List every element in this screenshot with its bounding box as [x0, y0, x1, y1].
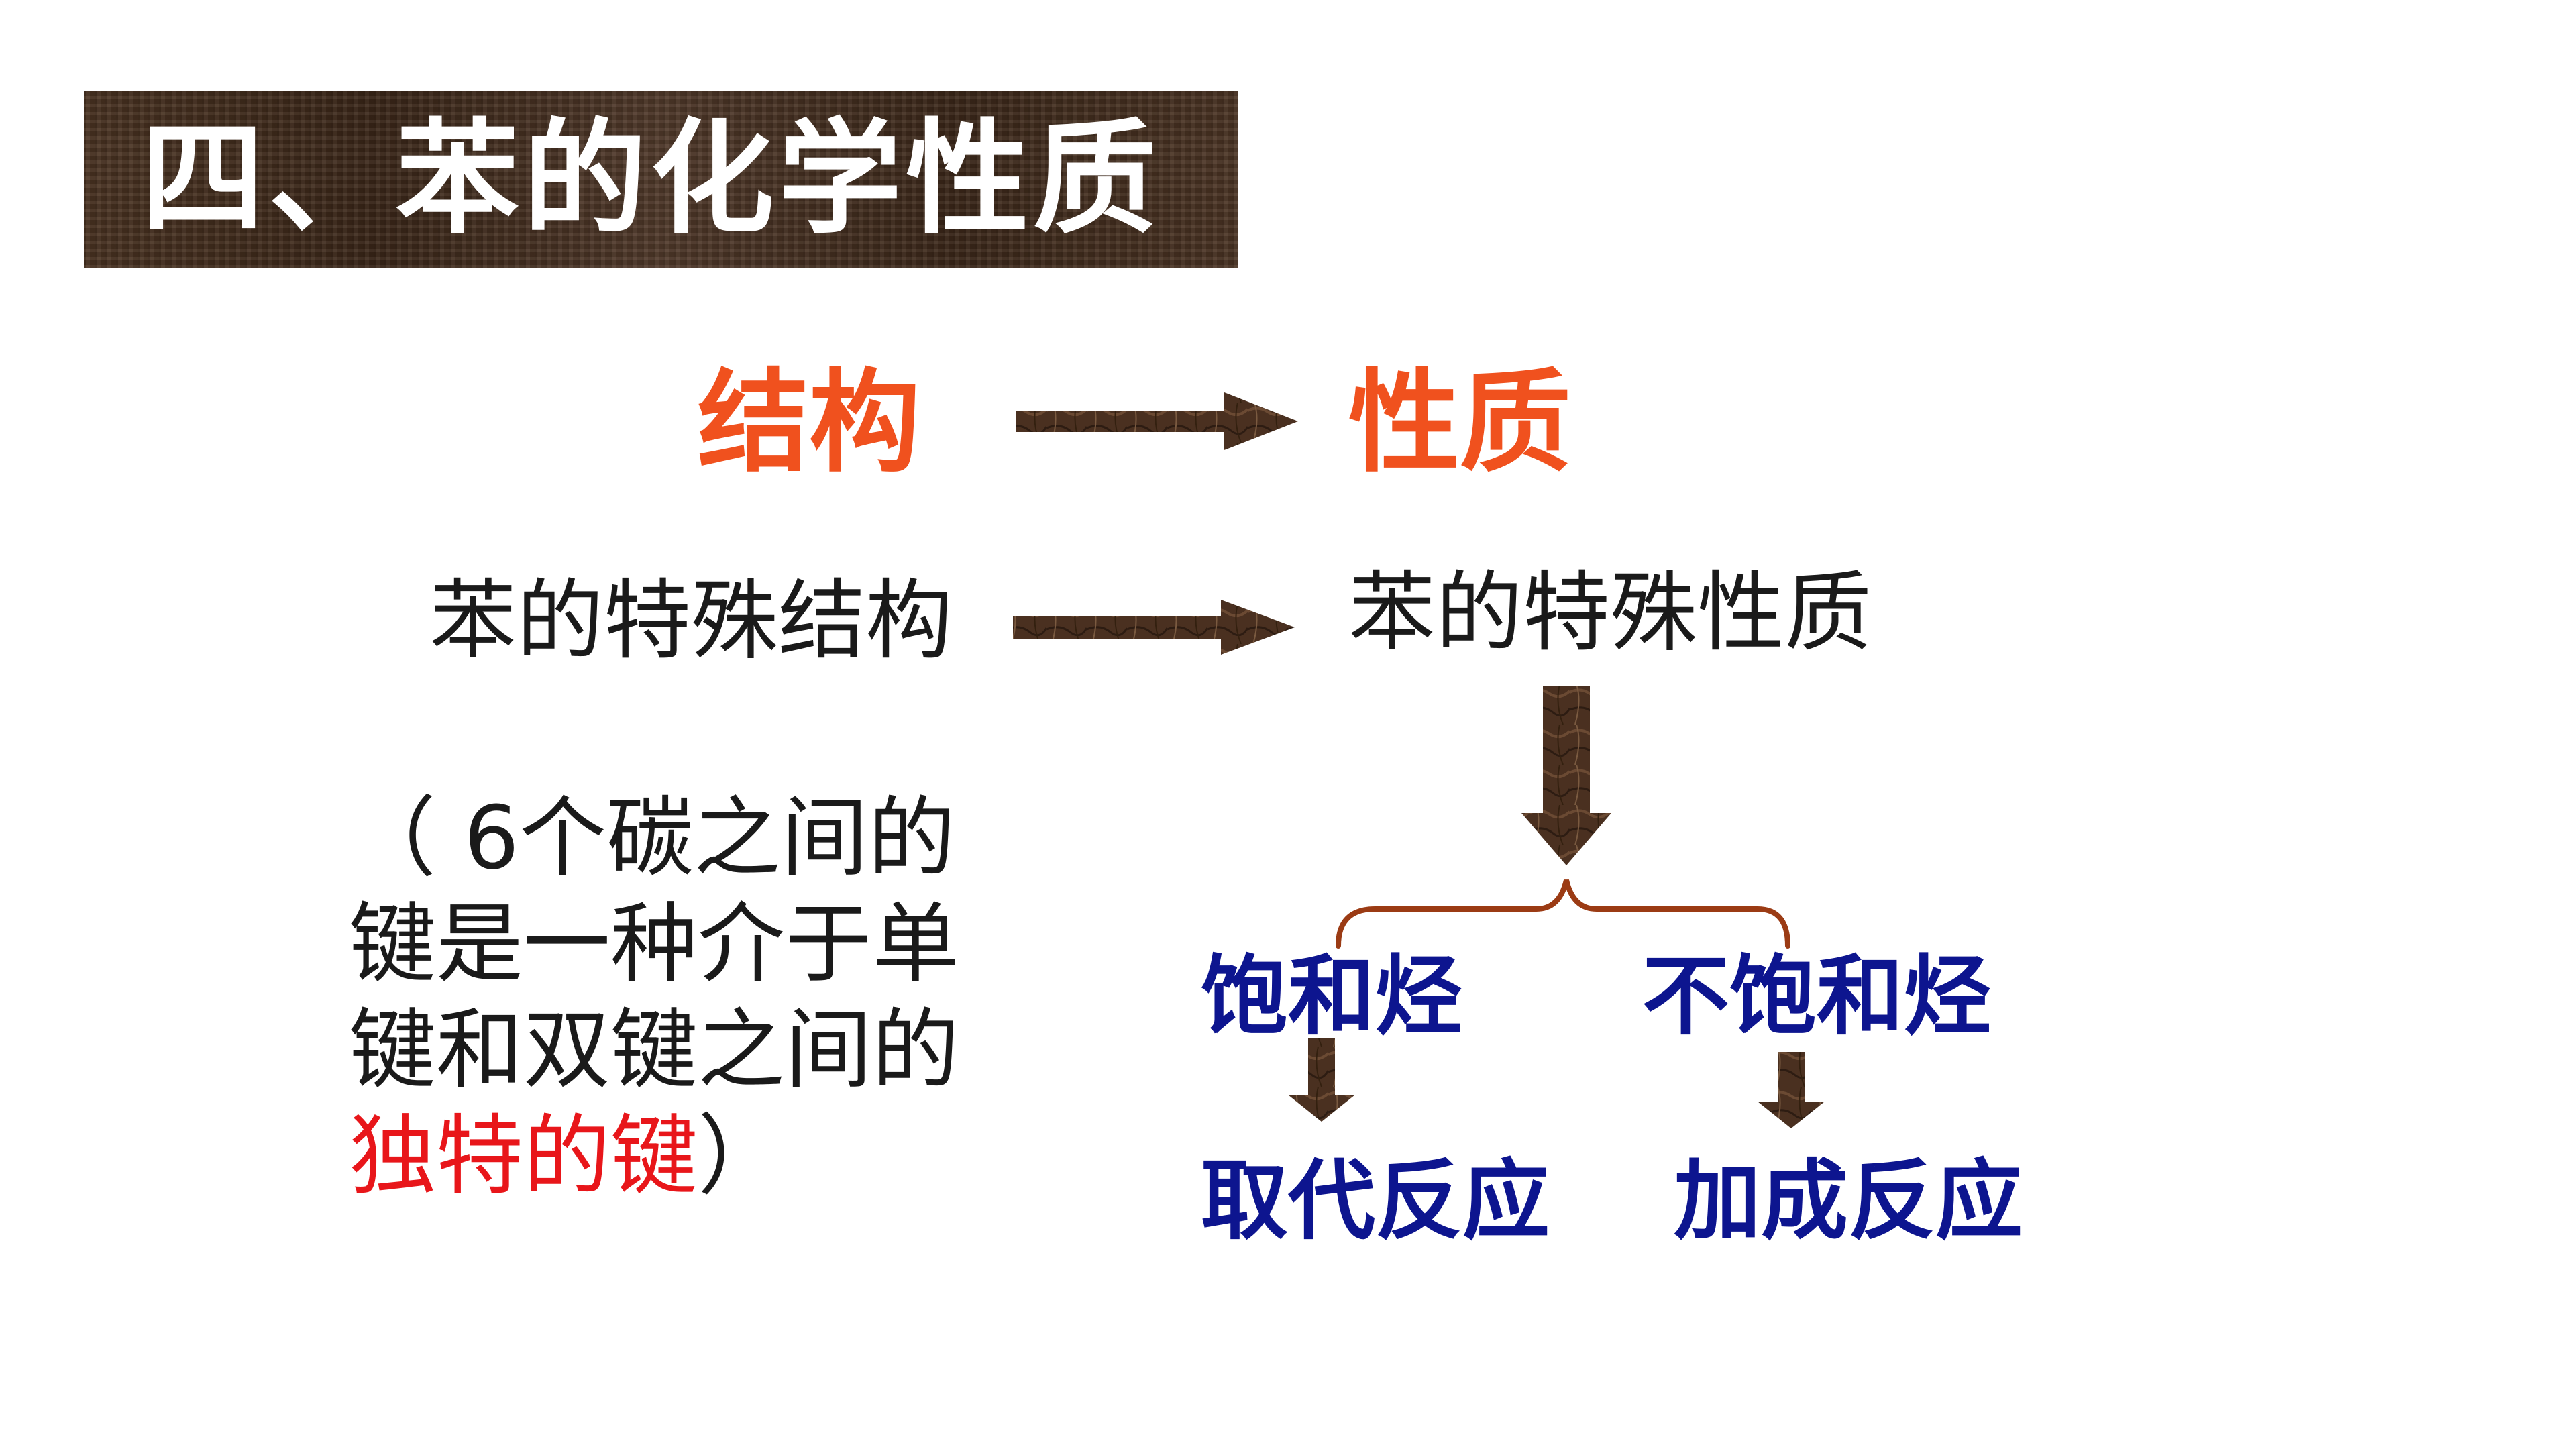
- special-property-label: 苯的特殊性质: [1348, 561, 1872, 663]
- note-line-2: 键是一种介于单: [349, 893, 960, 995]
- slide-title: 四、苯的化学性质: [141, 107, 1161, 251]
- arrow-down-to-branches: [1521, 686, 1611, 865]
- note-line-1: （ 6个碳之间的: [349, 787, 956, 889]
- note-line-3: 键和双键之间的: [349, 999, 960, 1101]
- arrow-structure-to-property: [1016, 392, 1298, 450]
- arrow-unsaturated-to-addition: [1758, 1052, 1825, 1128]
- note-line-4: 独特的键）: [349, 1103, 979, 1209]
- arrow-special-structure-to-property: [1013, 600, 1295, 655]
- substitution-reaction-label: 取代反应: [1201, 1150, 1550, 1252]
- saturated-hydrocarbon-label: 饱和烃: [1201, 945, 1463, 1047]
- note-closing-paren: ）: [698, 1105, 786, 1207]
- branch-brace: [1336, 879, 1790, 949]
- title-banner: 四、苯的化学性质: [84, 91, 1238, 268]
- unsaturated-hydrocarbon-label: 不饱和烃: [1642, 945, 1992, 1047]
- special-structure-label: 苯的特殊结构: [429, 570, 953, 672]
- arrow-saturated-to-substitution: [1288, 1038, 1355, 1122]
- unique-bond-highlight: 独特的键: [349, 1105, 698, 1207]
- addition-reaction-label: 加成反应: [1674, 1150, 2023, 1252]
- bond-explanation-note: （ 6个碳之间的 键是一种介于单 键和双键之间的 独特的键）: [349, 785, 979, 1209]
- property-heading: 性质: [1348, 358, 1571, 488]
- structure-heading: 结构: [698, 358, 920, 488]
